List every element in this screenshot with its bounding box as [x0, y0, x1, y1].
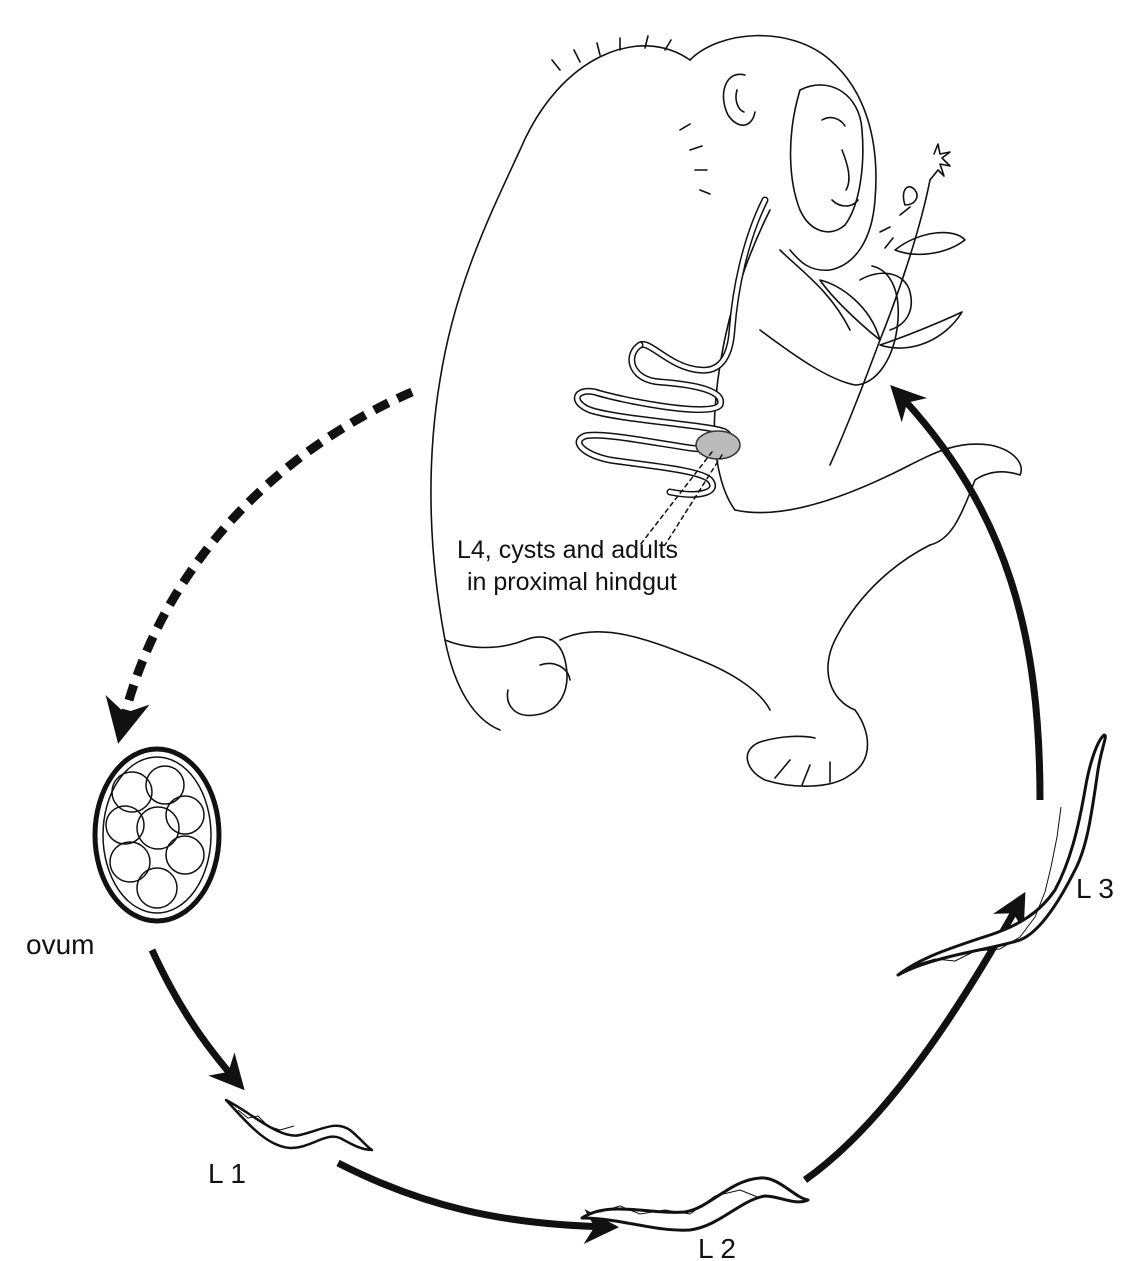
chimp-ear	[723, 74, 755, 125]
hindgut-infection-site	[696, 431, 740, 459]
gut-label-line1: L4, cysts and adults	[457, 536, 678, 564]
ovum-label: ovum	[26, 929, 94, 960]
plant-stem-illustration	[820, 144, 965, 465]
larva-l3	[898, 735, 1105, 975]
digestive-tract	[577, 200, 765, 545]
chimp-face	[791, 85, 863, 232]
ovum-illustration	[95, 749, 219, 921]
ovum-shell	[95, 749, 219, 921]
arrow-l1-to-l2	[338, 1163, 612, 1227]
chimp-head	[690, 36, 876, 271]
l3-label: L 3	[1076, 873, 1114, 904]
chimp-back-outline	[431, 46, 690, 730]
dashed-arrow-host-to-ovum	[120, 392, 412, 735]
l1-label: L 1	[208, 1158, 246, 1189]
larva-l2	[582, 1178, 808, 1230]
arrow-ovum-to-l1	[152, 950, 240, 1085]
chimp-left-arm	[445, 637, 567, 715]
plant-stem	[830, 180, 930, 465]
arrow-l3-to-host	[895, 390, 1040, 800]
larva-l1	[226, 1100, 372, 1150]
l2-label: L 2	[698, 1233, 736, 1261]
leaf-right	[880, 312, 962, 348]
leaf-upper	[895, 233, 965, 255]
chimp-foot	[747, 710, 867, 786]
leaf-left	[820, 280, 880, 340]
flower	[930, 144, 950, 180]
esophagus	[640, 200, 765, 370]
chimpanzee-host-illustration	[431, 36, 1021, 787]
gut-label-line2: in proximal hindgut	[467, 568, 677, 596]
chimp-leg	[735, 444, 1021, 545]
